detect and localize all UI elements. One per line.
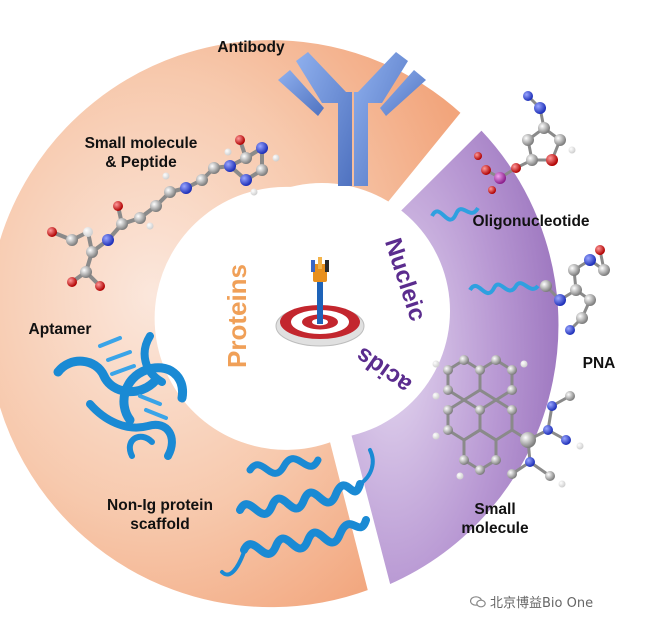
label-pna: PNA [582, 355, 616, 372]
ribbon-icon [220, 448, 375, 577]
oligonucleotide-icon [430, 91, 576, 222]
watermark: 北京博益Bio One [470, 592, 593, 611]
label-non-ig-protein-scaffold: Non-Ig protein scaffold [90, 496, 230, 534]
label-aptamer: Aptamer [28, 321, 92, 338]
label-non-ig-line1: Non-Ig protein [107, 497, 213, 514]
watermark-text: 北京博益Bio One [490, 596, 594, 611]
antibody-icon [278, 52, 426, 186]
label-small-molecule-peptide-line1: Small molecule [84, 135, 198, 152]
label-small-molecule-line1: Small [474, 501, 516, 518]
small-molecule-icon [432, 355, 584, 488]
proteins-label: Proteins [222, 264, 252, 368]
label-antibody: Antibody [217, 39, 285, 56]
pna-icon [468, 245, 610, 335]
wechat-icon [470, 596, 486, 608]
target-icon [275, 257, 365, 347]
label-small-molecule-peptide-line2: & Peptide [105, 154, 177, 171]
label-non-ig-line2: scaffold [130, 516, 190, 533]
aptamer-ribbon-icon [53, 332, 188, 460]
label-small-molecule-line2: molecule [461, 520, 529, 537]
label-small-molecule: Small molecule [440, 500, 550, 538]
label-oligonucleotide: Oligonucleotide [472, 213, 590, 230]
label-small-molecule-peptide: Small molecule & Peptide [66, 134, 216, 172]
molecule-atoms [47, 135, 280, 291]
